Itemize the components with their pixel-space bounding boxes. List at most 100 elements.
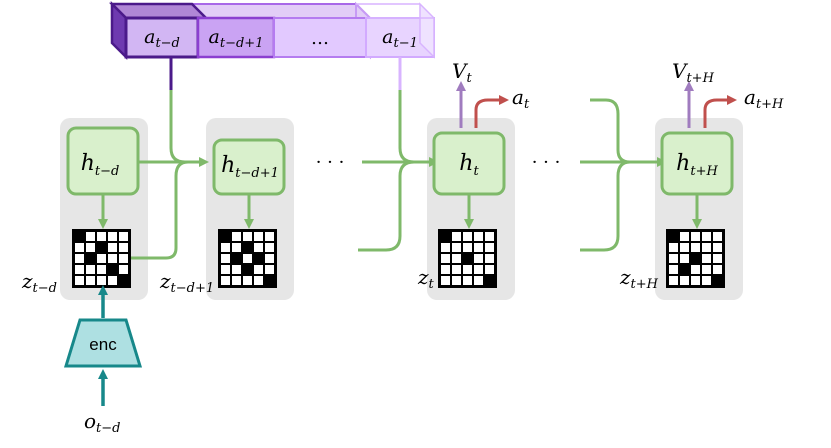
- latent-grid-cell: [441, 254, 450, 263]
- latent-grid-cell: [97, 254, 106, 263]
- latent-grid-cell: [254, 232, 263, 241]
- latent-grid-cell: [452, 243, 461, 252]
- latent-grid-cell: [669, 265, 678, 274]
- latent-grid-cell: [119, 265, 128, 274]
- latent-grid-cell: [463, 265, 472, 274]
- latent-grid-cell: [243, 232, 252, 241]
- latent-grid-cell: [86, 232, 95, 241]
- latent-grid-cell: [232, 265, 241, 274]
- latent-grid-cell: [713, 232, 722, 241]
- latent-grid-cell: [265, 265, 274, 274]
- latent-grid-cell: [108, 265, 117, 274]
- latent-grid-cell: [680, 232, 689, 241]
- latent-grid-cell: [221, 265, 230, 274]
- h-label-3: ht: [459, 151, 479, 179]
- latent-grid-cell: [702, 254, 711, 263]
- latent-grid-cell: [75, 232, 84, 241]
- value-label-tH: Vt+H: [672, 59, 715, 86]
- hidden-state-box-1: [66, 126, 140, 196]
- latent-grids: [72, 229, 725, 288]
- latent-grid-cell: [474, 276, 483, 285]
- latent-grid-cell: [669, 254, 678, 263]
- latent-grid-cell: [254, 243, 263, 252]
- latent-grid-cell: [452, 254, 461, 263]
- latent-grid-cell: [265, 243, 274, 252]
- h-label-1: ht−d: [81, 151, 120, 179]
- latent-grid-cell: [221, 243, 230, 252]
- latent-grid-cell: [485, 254, 494, 263]
- latent-grid-cell: [441, 232, 450, 241]
- latent-grid-cell: [119, 232, 128, 241]
- latent-grid-cell: [119, 254, 128, 263]
- action-buffer: at−d at−d+1 … at−1: [108, 0, 435, 61]
- latent-grid-cell: [691, 265, 700, 274]
- latent-grid-cell: [243, 265, 252, 274]
- latent-grid-cell: [97, 232, 106, 241]
- latent-grid-cell: [485, 276, 494, 285]
- latent-grid-cell: [669, 232, 678, 241]
- latent-grid: [218, 229, 277, 288]
- latent-grid-cell: [243, 243, 252, 252]
- latent-grid-cell: [691, 254, 700, 263]
- latent-grid-cell: [97, 276, 106, 285]
- latent-grid-cell: [474, 265, 483, 274]
- latent-grid-cell: [452, 232, 461, 241]
- action-label-tH: at+H: [744, 85, 784, 112]
- latent-grid-cell: [669, 276, 678, 285]
- latent-grid-cell: [452, 265, 461, 274]
- latent-grid-cell: [441, 276, 450, 285]
- latent-grid-cell: [119, 243, 128, 252]
- latent-grid-cell: [243, 254, 252, 263]
- latent-grid-cell: [108, 232, 117, 241]
- latent-grid-cell: [669, 243, 678, 252]
- latent-grid-cell: [680, 276, 689, 285]
- latent-grid-cell: [680, 243, 689, 252]
- latent-grid-cell: [243, 276, 252, 285]
- buffer-label-1: at−d: [144, 26, 180, 51]
- latent-grid-cell: [232, 276, 241, 285]
- latent-grid: [666, 229, 725, 288]
- latent-grid-cell: [265, 276, 274, 285]
- latent-grid-cell: [463, 254, 472, 263]
- buffer-label-4: at−1: [382, 26, 418, 51]
- latent-grid-cell: [474, 243, 483, 252]
- latent-grid-cell: [86, 254, 95, 263]
- latent-grid-cell: [702, 265, 711, 274]
- latent-grid-cell: [702, 232, 711, 241]
- value-label-t: Vt: [452, 59, 472, 86]
- latent-grid: [72, 229, 131, 288]
- latent-grid-cell: [702, 276, 711, 285]
- latent-grid-cell: [232, 243, 241, 252]
- h-label-4: ht+H: [676, 151, 718, 179]
- latent-grid-cell: [108, 243, 117, 252]
- latent-grid-cell: [713, 276, 722, 285]
- ellipsis-1: · · ·: [316, 152, 345, 173]
- buffer-label-2: at−d+1: [209, 26, 264, 51]
- latent-grid-cell: [221, 232, 230, 241]
- latent-grid-cell: [474, 232, 483, 241]
- latent-grid-cell: [86, 265, 95, 274]
- latent-grid-cell: [485, 232, 494, 241]
- latent-grid-cell: [485, 265, 494, 274]
- latent-grid-cell: [232, 254, 241, 263]
- latent-grid-cell: [86, 276, 95, 285]
- latent-grid-cell: [265, 232, 274, 241]
- latent-grid-cell: [97, 265, 106, 274]
- latent-grid-cell: [452, 276, 461, 285]
- latent-grid-cell: [702, 243, 711, 252]
- latent-grid-cell: [254, 265, 263, 274]
- latent-grid-cell: [713, 265, 722, 274]
- latent-grid-cell: [108, 254, 117, 263]
- latent-grid-cell: [691, 232, 700, 241]
- latent-grid-cell: [254, 254, 263, 263]
- latent-grid-cell: [691, 243, 700, 252]
- latent-grid-cell: [463, 243, 472, 252]
- latent-grid-cell: [680, 265, 689, 274]
- latent-grid-cell: [254, 276, 263, 285]
- latent-grid-cell: [474, 254, 483, 263]
- latent-grid-cell: [265, 254, 274, 263]
- latent-grid-cell: [691, 276, 700, 285]
- buffer-cell-2: [196, 16, 276, 59]
- z-label-4: zt+H: [619, 265, 659, 292]
